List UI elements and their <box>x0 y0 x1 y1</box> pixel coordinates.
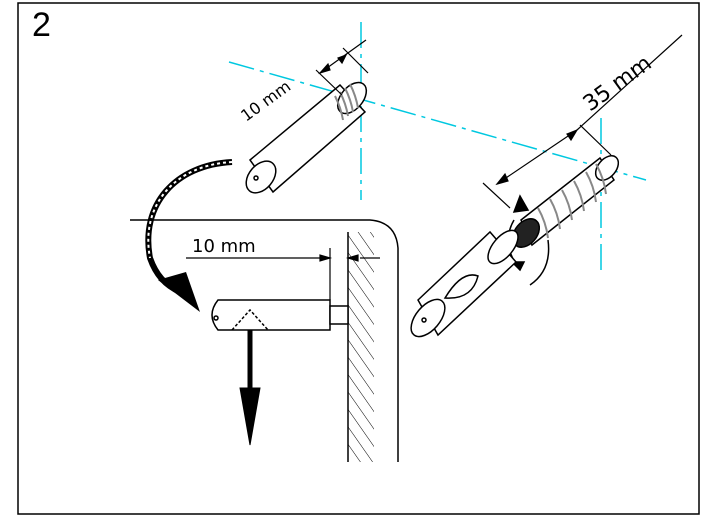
pin-lower-right <box>410 229 519 338</box>
mounting-bracket <box>130 219 399 462</box>
down-arrow <box>239 330 261 446</box>
rod-threads <box>537 163 607 239</box>
frame-border <box>17 2 700 515</box>
dimension-label-top-left: 10 mm <box>237 77 294 126</box>
pin-horizontal <box>211 299 349 331</box>
dimension-label-top-right: 35 mm <box>579 51 657 117</box>
pin-top-left <box>245 81 368 194</box>
dimension-top-left <box>315 39 369 96</box>
horizontal-guide <box>228 61 647 181</box>
step-number: 2 <box>32 6 51 44</box>
threaded-rod <box>511 155 620 248</box>
dimension-top-right <box>482 34 683 209</box>
dimension-label-bracket: 10 mm <box>192 236 256 257</box>
dimension-bracket <box>186 248 380 300</box>
curved-arrow <box>145 159 233 312</box>
